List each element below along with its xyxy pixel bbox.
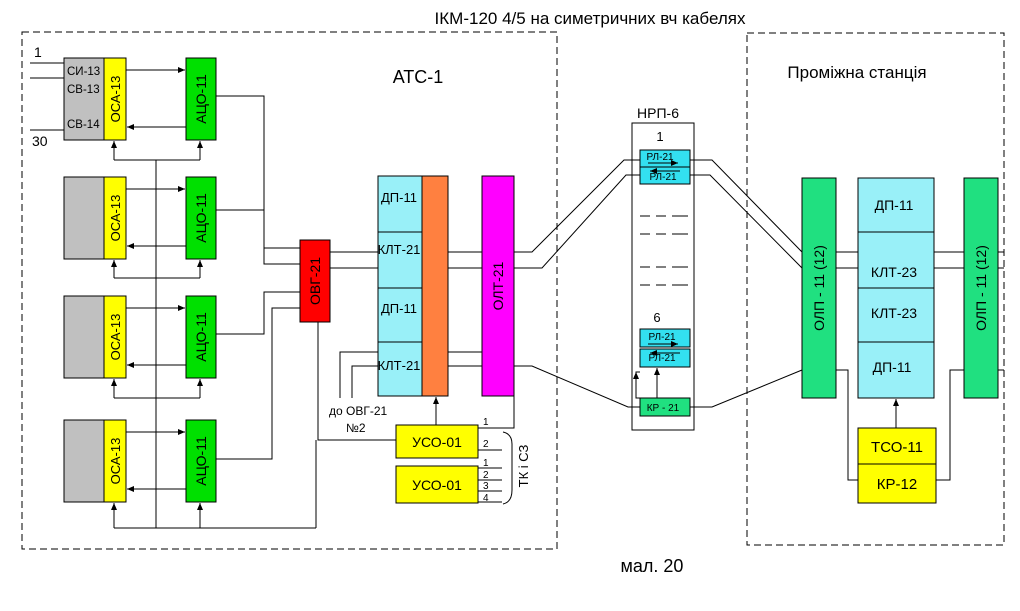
svg-text:1: 1 [483,458,489,469]
rl-block-3: РЛ-21 [639,328,691,348]
svg-text:3: 3 [483,481,489,492]
ovg-block: ОВГ-21 [299,239,331,323]
atso-ovg-links [216,95,300,460]
svg-text:2: 2 [483,470,489,481]
clock-bus [111,141,316,529]
svg-text:ОСА-13: ОСА-13 [108,438,123,485]
svg-text:ОСА-13: ОСА-13 [108,195,123,242]
ats-dp-bot-label: ДП-11 [381,301,417,316]
svg-text:ОСА-13: ОСА-13 [108,314,123,361]
nrp-num-1: 1 [656,129,663,144]
sv14-label: СВ-14 [67,119,100,131]
ats-dp-top-label: ДП-11 [381,190,417,205]
uso-block-2: УСО-01 [395,465,479,504]
nrp-num-6: 6 [653,310,660,325]
svg-text:4: 4 [483,493,489,504]
osa-block-1: ОСА-13 [103,57,127,141]
cable-lines [514,159,803,408]
sv13-label: СВ-13 [67,84,100,96]
rl-block-2: РЛ-21 [639,166,691,185]
intermediate-dp-top-label: ДП-11 [875,197,914,213]
intermediate-links [836,251,1004,481]
figure-caption: мал. 20 [621,556,684,576]
svg-text:УСО-01: УСО-01 [412,434,462,450]
svg-text:АЦО-11: АЦО-11 [193,436,209,486]
terminal-block-3 [63,295,105,379]
ats-label: АТС-1 [393,67,444,87]
svg-text:РЛ-21: РЛ-21 [646,152,674,163]
kr21-block: КР - 21 [639,397,691,417]
intermediate-dp-klt-stack [857,177,935,399]
intermediate-klt-bot-label: КЛТ-23 [871,305,917,321]
nrp-label: НРП-6 [637,105,679,121]
olp-block-left: ОЛП - 11 (12) [801,177,837,399]
tso-block: ТСО-11 [857,427,937,465]
terminal-block-2 [63,176,105,260]
svg-text:УСО-01: УСО-01 [412,477,462,493]
terminal-block-4 [63,419,105,503]
svg-text:2: 2 [483,439,489,450]
svg-text:РЛ-21: РЛ-21 [648,332,676,343]
ats-region [21,31,558,550]
tk-sz-label: ТК і СЗ [516,444,531,487]
svg-text:ОЛТ-21: ОЛТ-21 [490,261,506,310]
ats-dp-klt-stack [377,175,423,397]
tk-sz-brace [502,431,513,505]
intermediate-klt-top-label: КЛТ-23 [871,264,917,280]
atso-block-3: АЦО-11 [185,295,217,379]
si13-label: СИ-13 [67,66,100,78]
atso-block-4: АЦО-11 [185,419,217,503]
no2-label: №2 [346,421,366,435]
kr12-block: КР-12 [857,463,937,504]
svg-text:ОЛП - 11 (12): ОЛП - 11 (12) [811,245,827,331]
terminal-block-1 [63,57,105,141]
atso-block-1: АЦО-11 [185,57,217,141]
svg-text:ОВГ-21: ОВГ-21 [307,257,323,305]
intermediate-region [746,32,1005,546]
osa-block-2: ОСА-13 [103,176,127,260]
rl-block-4: РЛ-21 [639,348,691,368]
svg-text:АЦО-11: АЦО-11 [193,193,209,243]
ats-orange-block [421,175,449,397]
svg-text:АЦО-11: АЦО-11 [193,74,209,124]
to-ovg-label: до ОВГ-21 [329,404,388,418]
svg-text:ТСО-11: ТСО-11 [871,439,923,456]
svg-text:1: 1 [483,417,489,428]
svg-text:РЛ-21: РЛ-21 [649,172,677,183]
uso-pins: 1 2 1 2 3 4 [478,396,515,504]
ats-klt-bot-label: КЛТ-21 [378,358,421,373]
svg-text:ОЛП - 11 (12): ОЛП - 11 (12) [973,245,989,331]
svg-text:ОСА-13: ОСА-13 [108,76,123,123]
osa-block-3: ОСА-13 [103,295,127,379]
svg-text:РЛ-21: РЛ-21 [648,353,676,364]
line-last-label: 30 [32,133,48,149]
ovg-uso-link [317,322,396,441]
uso-block-1: УСО-01 [395,424,479,459]
atso-block-2: АЦО-11 [185,176,217,260]
olp-block-right: ОЛП - 11 (12) [963,177,999,399]
osa-block-4: ОСА-13 [103,419,127,503]
olt-block: ОЛТ-21 [481,175,515,397]
ats-klt-top-label: КЛТ-21 [378,242,421,257]
diagram-title: ІКМ-120 4/5 на симетричних вч кабелях [435,9,746,28]
svg-text:КР - 21: КР - 21 [647,403,680,414]
line-first-label: 1 [34,44,42,60]
nrp-region [631,122,695,431]
intermediate-dp-bot-label: ДП-11 [873,359,912,375]
intermediate-label: Проміжна станція [787,63,926,82]
svg-text:АЦО-11: АЦО-11 [193,312,209,362]
rl-block-1: РЛ-21 [639,149,691,168]
nrp-dashes [640,215,688,286]
svg-text:КР-12: КР-12 [877,476,917,493]
